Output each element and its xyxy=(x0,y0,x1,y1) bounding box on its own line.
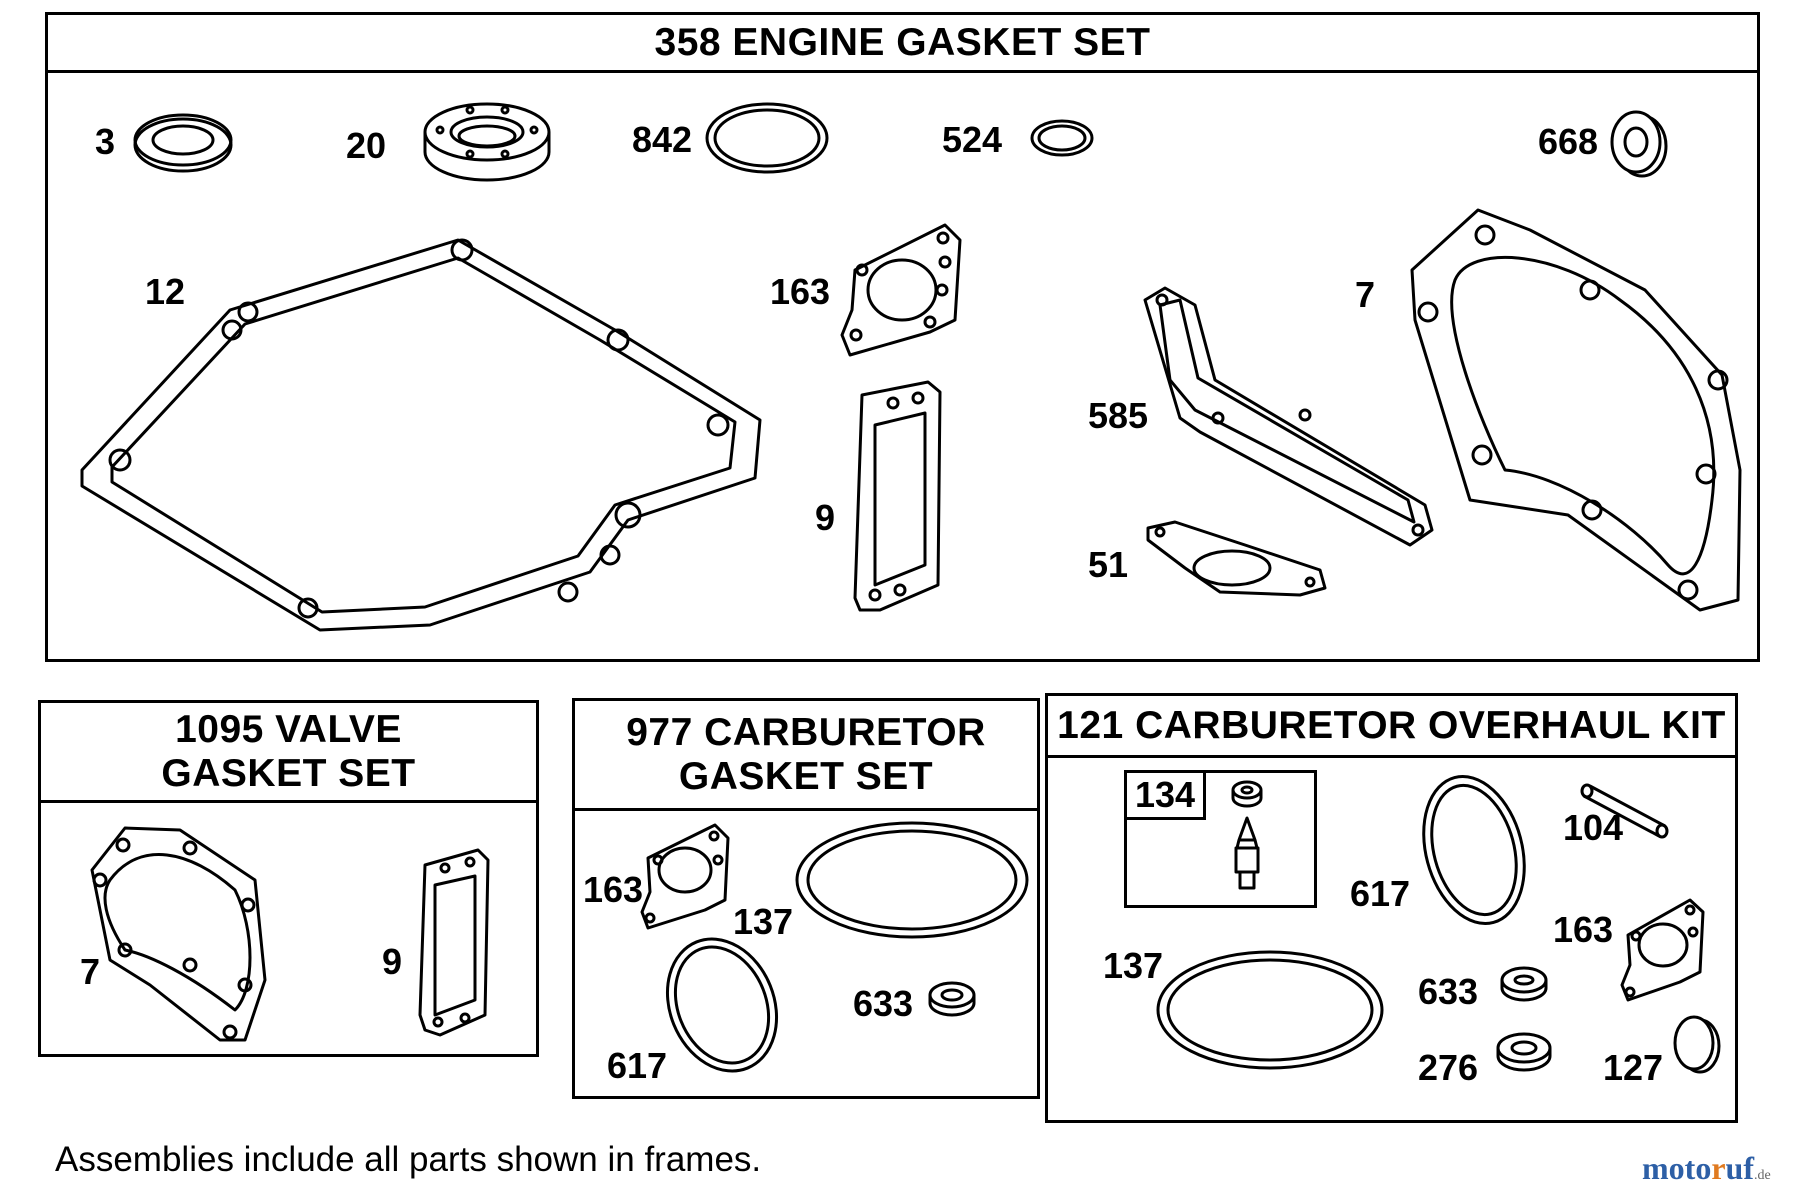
part-163-intake-gasket xyxy=(840,223,962,357)
label-part-12: 12 xyxy=(145,271,186,312)
assembly-note: Assemblies include all parts shown in fr… xyxy=(55,1140,762,1179)
label-carb-part-163: 163 xyxy=(583,869,644,910)
part-7-valve-head-gasket xyxy=(90,826,267,1042)
part-668-washer xyxy=(1610,110,1668,178)
part-137-overhaul-bowl-gasket xyxy=(1156,950,1384,1070)
valve-gasket-title-line1: 1095 VALVE xyxy=(175,707,402,751)
carb-gasket-title-line1: 977 CARBURETOR xyxy=(626,710,986,754)
part-9-rocker-cover-gasket xyxy=(853,380,942,612)
label-part-163: 163 xyxy=(770,271,831,312)
label-part-9: 9 xyxy=(815,497,836,538)
part-633-washer xyxy=(928,981,976,1017)
label-overhaul-part-163: 163 xyxy=(1553,909,1614,950)
overhaul-kit-header: 121 CARBURETOR OVERHAUL KIT xyxy=(1048,696,1735,758)
overhaul-kit-frame: 121 CARBURETOR OVERHAUL KIT 134 xyxy=(1045,693,1738,1123)
label-overhaul-part-127: 127 xyxy=(1603,1047,1664,1088)
part-12-crankcase-gasket xyxy=(80,238,762,632)
carb-gasket-title-line2: GASKET SET xyxy=(678,754,934,798)
engine-gasket-title: 358 ENGINE GASKET SET xyxy=(654,20,1151,64)
part-134-needle-seat xyxy=(1231,780,1263,890)
part-163-carb-intake-gasket xyxy=(640,823,730,930)
part-7-head-gasket xyxy=(1410,208,1742,612)
part-633-overhaul-washer xyxy=(1500,966,1548,1002)
overhaul-kit-title: 121 CARBURETOR OVERHAUL KIT xyxy=(1057,703,1726,747)
label-overhaul-part-104: 104 xyxy=(1563,807,1624,848)
engine-gasket-header: 358 ENGINE GASKET SET xyxy=(48,15,1757,73)
label-part-3: 3 xyxy=(95,121,116,162)
engine-gasket-frame: 358 ENGINE GASKET SET xyxy=(45,12,1760,662)
carb-gasket-frame: 977 CARBURETOR GASKET SET xyxy=(572,698,1040,1099)
part-127-welch-plug xyxy=(1673,1015,1721,1074)
label-carb-part-633: 633 xyxy=(853,983,914,1024)
part-585-breather-gasket xyxy=(1143,286,1434,547)
label-carb-part-617: 617 xyxy=(607,1045,668,1086)
part-163-overhaul-intake-gasket xyxy=(1620,898,1705,1002)
part-842-gasket-ring xyxy=(705,102,829,174)
valve-gasket-header: 1095 VALVE GASKET SET xyxy=(41,703,536,803)
label-part-20: 20 xyxy=(346,125,387,166)
part-51-exhaust-gasket xyxy=(1146,520,1327,597)
label-part-524: 524 xyxy=(942,119,1003,160)
part-617-o-ring xyxy=(665,937,779,1073)
part-617-overhaul-o-ring xyxy=(1422,774,1526,926)
part-137-bowl-gasket xyxy=(795,821,1029,939)
valve-gasket-title-line2: GASKET SET xyxy=(161,751,416,795)
label-valve-part-7: 7 xyxy=(80,951,101,992)
label-overhaul-part-137: 137 xyxy=(1103,945,1164,986)
label-overhaul-part-633: 633 xyxy=(1418,971,1479,1012)
label-part-668: 668 xyxy=(1538,121,1599,162)
label-carb-part-137: 137 xyxy=(733,901,794,942)
carb-gasket-header: 977 CARBURETOR GASKET SET xyxy=(575,701,1037,811)
label-part-7: 7 xyxy=(1355,274,1376,315)
valve-gasket-frame: 1095 VALVE GASKET SET xyxy=(38,700,539,1057)
part-276-washer xyxy=(1496,1032,1552,1072)
part-3-seal xyxy=(133,113,233,173)
label-overhaul-part-617: 617 xyxy=(1350,873,1411,914)
watermark-logo: motoruf.de xyxy=(1642,1150,1771,1186)
label-part-585: 585 xyxy=(1088,395,1149,436)
part-134-box-label: 134 xyxy=(1127,773,1207,820)
part-134-subframe: 134 xyxy=(1124,770,1317,908)
label-part-51: 51 xyxy=(1088,544,1129,585)
part-9-valve-rocker-gasket xyxy=(418,848,490,1037)
label-part-842: 842 xyxy=(632,119,693,160)
part-104-pin xyxy=(1580,783,1669,839)
label-valve-part-9: 9 xyxy=(382,941,403,982)
part-524-o-ring xyxy=(1030,119,1094,157)
part-20-oil-seal xyxy=(423,102,551,182)
label-overhaul-part-276: 276 xyxy=(1418,1047,1479,1088)
